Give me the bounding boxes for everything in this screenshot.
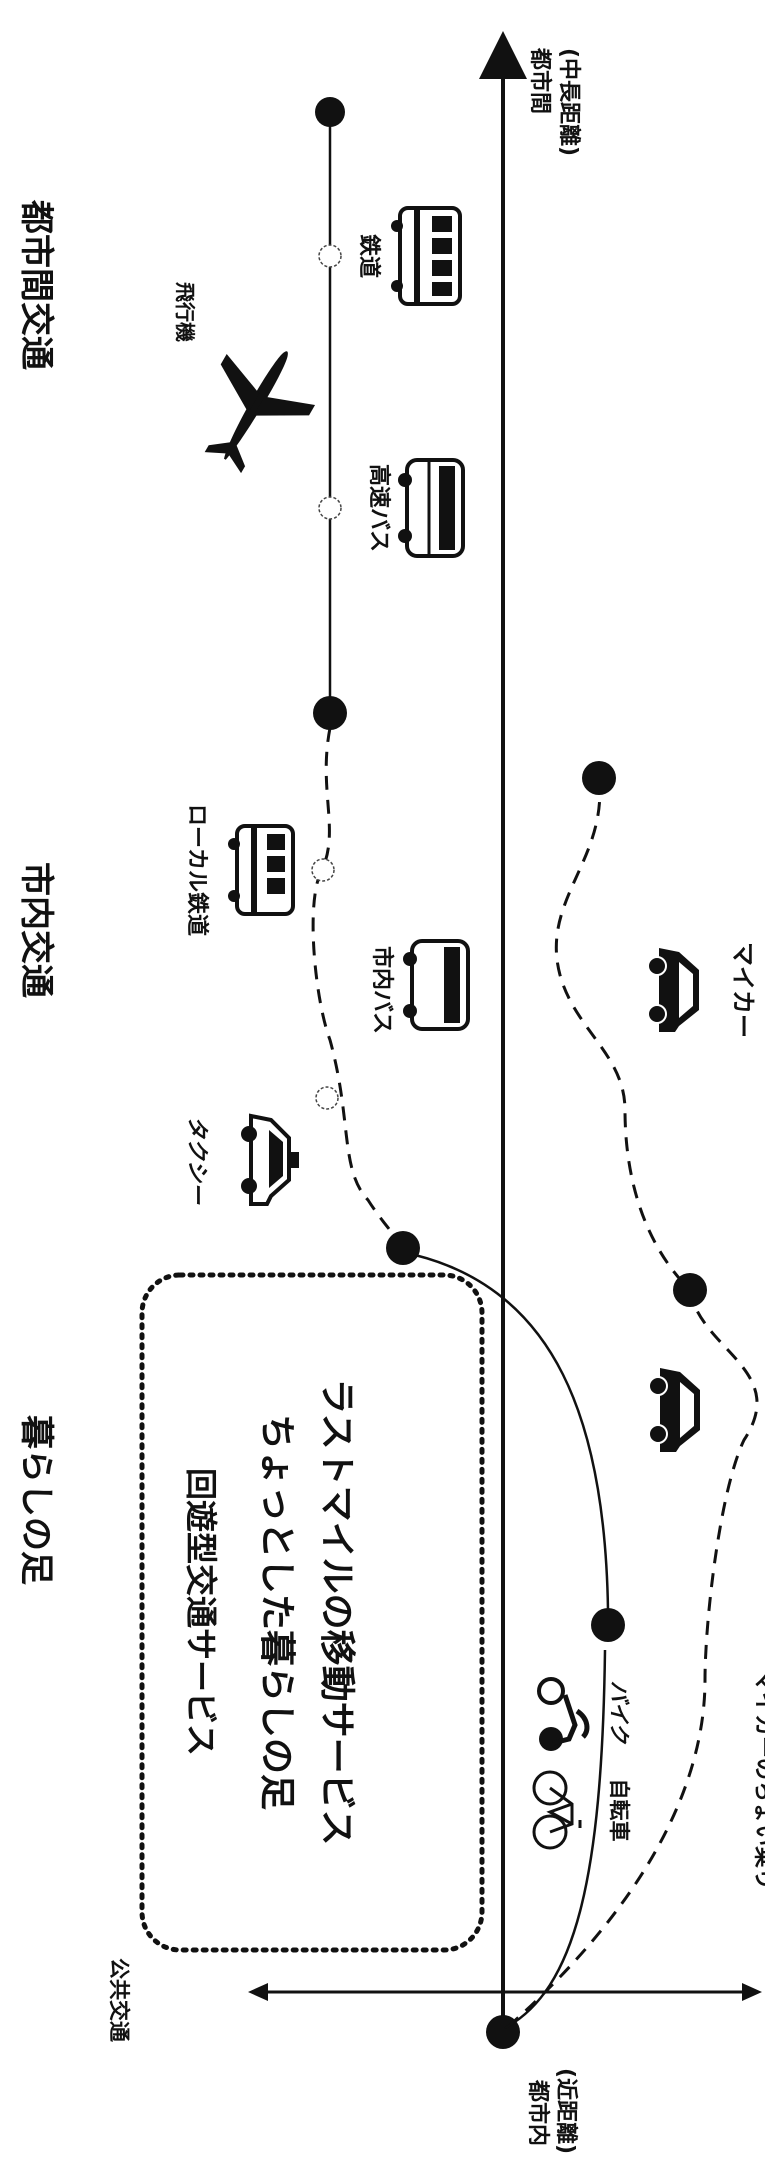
- city-title: 市内交通: [16, 862, 56, 998]
- daily-title: 暮らしの足: [16, 1415, 56, 1585]
- intercity-near-node: [313, 696, 347, 730]
- taxi-label: タクシー: [184, 1116, 209, 1205]
- my-car-curve: [509, 777, 759, 2027]
- taxi-node: [386, 1231, 420, 1265]
- my-car-mid-node: [673, 1273, 707, 1307]
- city-bus-label: 市内バス: [369, 946, 395, 1034]
- city-bus-icon: [403, 939, 470, 1031]
- axis-far-label: 都市間: [527, 47, 553, 114]
- local-rail-label: ローカル鉄道: [184, 804, 210, 936]
- service-box-title: 回遊型交通サービス: [182, 1468, 220, 1756]
- highway-bus-stop-node: [318, 496, 342, 520]
- rail-label: 鉄道: [356, 234, 382, 278]
- public-transport-arrow-right: [742, 1983, 762, 2001]
- taxi-bike-curve: [414, 1253, 610, 1611]
- airplane-label: 飛行機: [173, 282, 197, 342]
- city-transit-curve: [311, 727, 402, 1246]
- taxi-icon: [241, 1113, 299, 1206]
- axis-far-sublabel: (中長距離): [556, 48, 582, 156]
- axis-near-sublabel: (近距離): [553, 2068, 579, 2154]
- public-transport-arrow-left: [248, 1983, 268, 2001]
- airplane-icon: [204, 351, 316, 474]
- train-icon: [391, 206, 462, 306]
- highway-bus-icon: [398, 458, 465, 558]
- my-car-label: マイカー: [729, 942, 757, 1038]
- bicycle-label: 自転車: [607, 1779, 631, 1842]
- city-bus-stop-node: [315, 1086, 339, 1110]
- rail-stop-node: [318, 244, 342, 268]
- local-train-icon: [228, 824, 295, 916]
- local-rail-stop-node: [311, 858, 335, 882]
- service-box-line2: ラストマイルの移動サービス: [316, 1378, 357, 1845]
- service-box: [139, 1272, 485, 1953]
- public-transport-label: 公共交通: [107, 1958, 131, 2042]
- highway-bus-label: 高速バス: [366, 464, 392, 552]
- motorbike-node: [591, 1608, 625, 1642]
- my-car-far-node: [582, 761, 616, 795]
- my-car-icon: [647, 948, 699, 1032]
- intercity-title: 都市間交通: [16, 199, 56, 370]
- bike-origin-curve: [504, 1649, 607, 2030]
- service-box-line1: ちょっとした暮らしの足: [256, 1414, 297, 1810]
- short-trip-car-label: マイカーのちょい乗り: [751, 1670, 765, 1890]
- motorbike-label: バイク: [607, 1681, 631, 1746]
- intercity-far-node: [315, 97, 345, 127]
- bicycle-icon: [532, 1770, 582, 1850]
- axis-near-label: 都市内: [525, 2079, 551, 2146]
- short-trip-car-icon: [648, 1368, 700, 1452]
- motorbike-icon: [537, 1677, 590, 1751]
